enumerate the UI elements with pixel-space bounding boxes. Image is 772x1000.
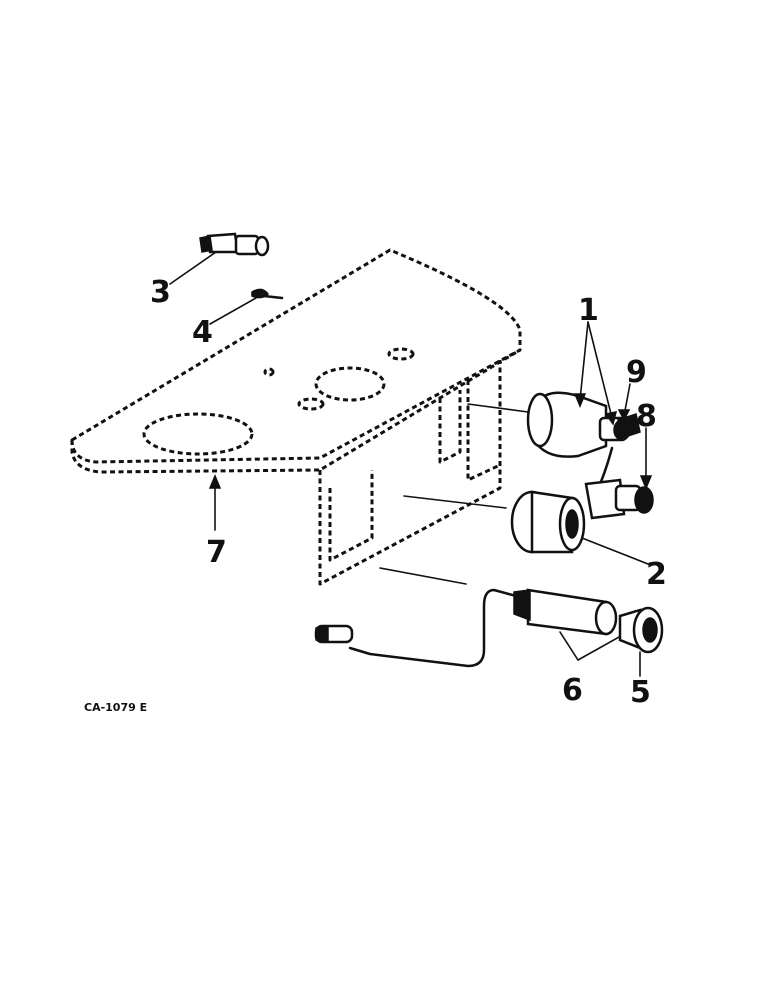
callout-2: 2 xyxy=(646,557,667,592)
leader-8 xyxy=(639,427,653,490)
lighter-part-6 xyxy=(314,567,618,668)
leader-2 xyxy=(581,537,649,565)
leader-1 xyxy=(573,321,618,426)
callout-7: 7 xyxy=(206,535,227,570)
knob-part-5 xyxy=(618,606,664,654)
callout-9: 9 xyxy=(626,355,647,390)
instrument-panel-part-7 xyxy=(70,248,522,586)
callout-3: 3 xyxy=(150,275,171,310)
leader-4 xyxy=(209,297,257,325)
leader-9 xyxy=(617,383,631,422)
callout-1: 1 xyxy=(578,293,599,328)
callout-5: 5 xyxy=(630,675,651,710)
indicator-light-part-8 xyxy=(584,446,654,520)
leader-3 xyxy=(169,251,217,285)
drawing-code: CA-1079 E xyxy=(84,701,147,714)
leader-7 xyxy=(208,474,222,531)
callout-4: 4 xyxy=(192,315,213,350)
leader-6 xyxy=(559,631,629,661)
sender-unit-part-3 xyxy=(199,232,270,257)
bezel-part-2 xyxy=(403,490,586,554)
callout-6: 6 xyxy=(562,673,583,708)
gauge-part-1 xyxy=(467,391,631,458)
clip-part-4 xyxy=(251,288,284,300)
callout-8: 8 xyxy=(636,399,657,434)
